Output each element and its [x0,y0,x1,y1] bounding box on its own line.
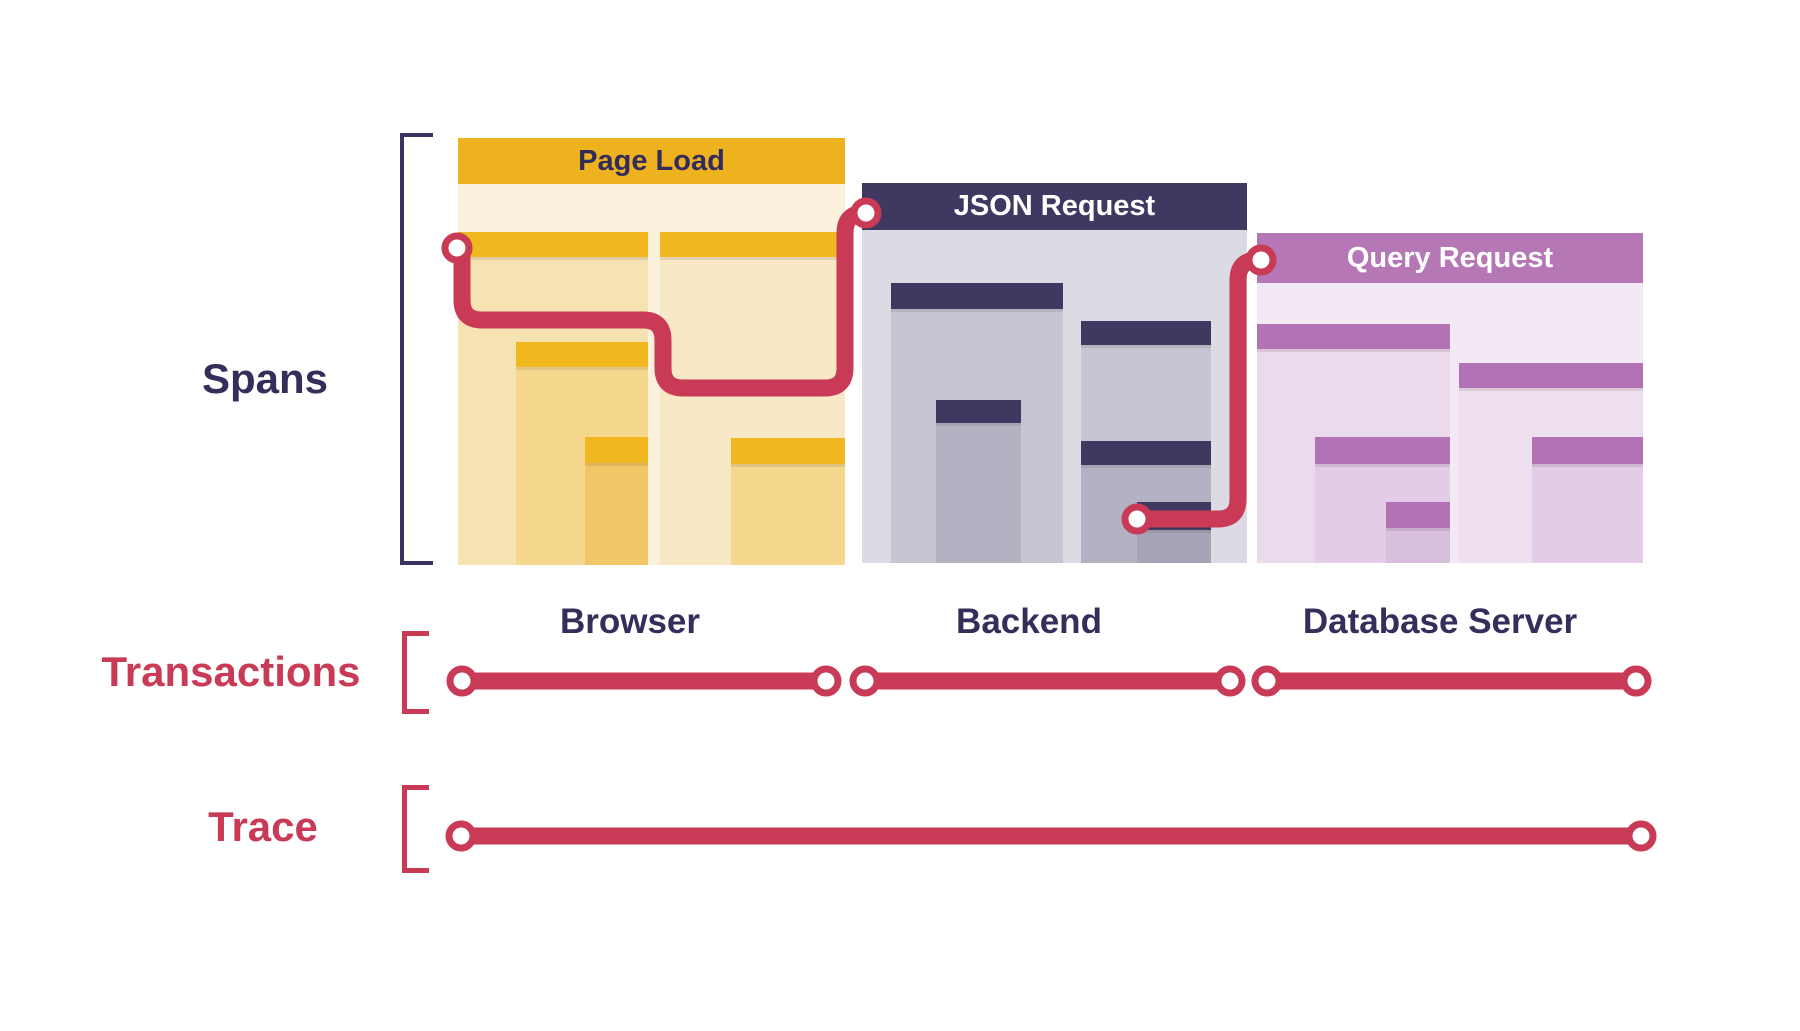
spans-bracket-tick-bottom [400,561,433,565]
transaction-endpoint [1251,665,1283,697]
span-header [458,232,648,257]
page-load-header: Page Load [458,138,845,184]
transaction-endpoint [1620,665,1652,697]
span-header [1532,437,1643,464]
span-box [936,400,1021,563]
span-header [1257,324,1450,349]
trace-endpoint [1625,820,1657,852]
trace-endpoint [445,820,477,852]
span-box [585,437,648,565]
span-box [1137,502,1211,563]
span-header [1459,363,1643,388]
spans-bracket [400,133,404,565]
transactions-row-label: Transactions [101,648,361,695]
trace-bracket-tick-bottom [402,868,429,873]
trace-bracket-tick-top [402,785,429,790]
span-header [1081,321,1211,345]
span-header [1386,502,1450,528]
spans-bracket-tick-top [400,133,433,137]
service-label-backend: Backend [956,602,1102,641]
span-header [1081,441,1211,465]
transactions-bracket-tick-top [402,631,429,636]
query-request-header: Query Request [1257,233,1643,283]
service-label-browser: Browser [559,602,701,641]
transaction-endpoint [446,665,478,697]
span-header [660,232,845,257]
span-header [516,342,648,367]
service-label-database-server: Database Server [1302,602,1578,641]
span-header [891,283,1063,309]
json-request-header: JSON Request [862,183,1247,230]
span-header [1137,502,1211,530]
transaction-endpoint [810,665,842,697]
span-header [585,437,648,463]
trace-bracket [402,785,407,873]
span-box [1532,437,1643,563]
trace-row-label: Trace [208,803,318,850]
transaction-endpoint [849,665,881,697]
span-box [1386,502,1450,563]
span-header [936,400,1021,423]
transactions-bracket [402,631,407,714]
transactions-bracket-tick-bottom [402,709,429,714]
span-box [731,438,845,565]
spans-row-label: Spans [201,355,329,402]
span-header [731,438,845,464]
transaction-endpoint [1214,665,1246,697]
span-header [1315,437,1450,464]
